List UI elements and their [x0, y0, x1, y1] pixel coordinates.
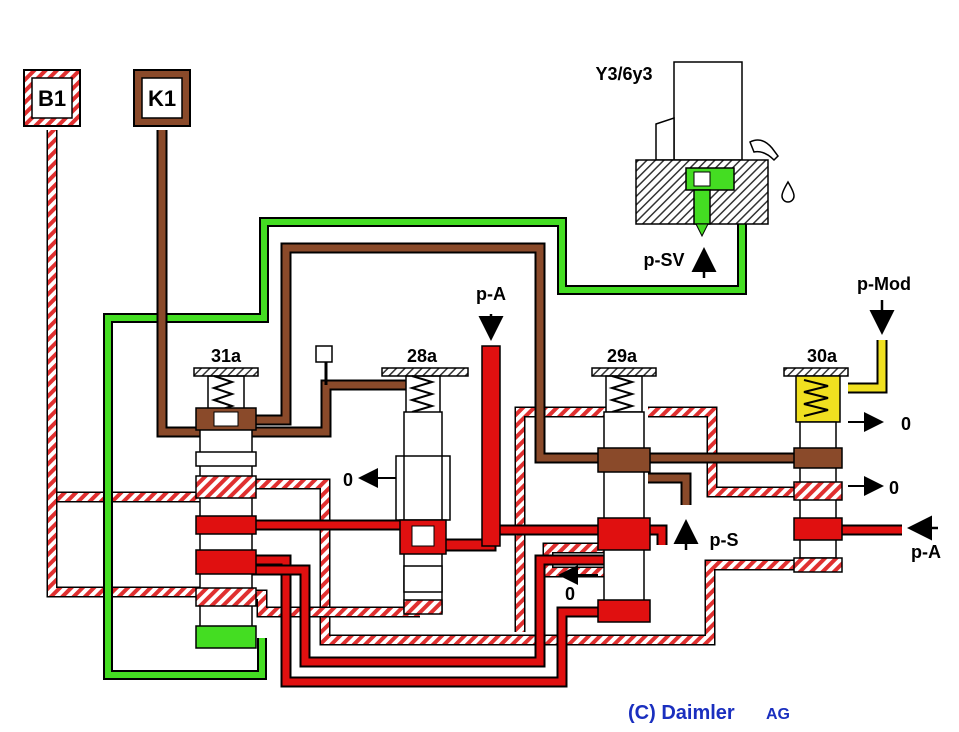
p-sv-label: p-SV	[643, 250, 684, 270]
solenoid-label: Y3/6y3	[595, 64, 652, 84]
k1-indicator: K1	[133, 69, 191, 127]
valve-31a: 31a	[193, 346, 259, 649]
yellow-line	[848, 340, 888, 394]
p-mod-label: p-Mod	[857, 274, 911, 294]
valve-30a: 0 0 p-A p-Mod 30a	[783, 274, 941, 573]
exhaust-30a-mid-label: 0	[889, 478, 899, 498]
p-a-top-inlet: p-A	[476, 284, 506, 547]
green-line	[103, 185, 747, 680]
p-a-right-label: p-A	[911, 542, 941, 562]
valve-30a-label: 30a	[807, 346, 838, 366]
valve-28a: 0 28a	[315, 345, 469, 615]
valve-31a-label: 31a	[211, 346, 242, 366]
k1-label: K1	[148, 86, 176, 111]
p-a-top-label: p-A	[476, 284, 506, 304]
copyright: (C) Daimler AG	[628, 702, 790, 724]
valve-29a: 0 p-S 29a	[558, 346, 739, 623]
b1-indicator: B1	[23, 69, 81, 127]
valve-29a-label: 29a	[607, 346, 638, 366]
solenoid-y3-6y3: p-SV Y3/6y3	[595, 61, 795, 278]
p-s-label: p-S	[710, 530, 739, 550]
brown-lines	[156, 130, 800, 505]
hatched-loop-b	[514, 406, 606, 632]
b1-label: B1	[38, 86, 66, 111]
exhaust-28a-label: 0	[343, 470, 353, 490]
exhaust-30a-top-label: 0	[901, 414, 911, 434]
valve-28a-label: 28a	[407, 346, 438, 366]
b1-line-lower	[46, 300, 200, 598]
copyright-main: (C) Daimler	[628, 702, 735, 724]
copyright-suffix: AG	[766, 706, 790, 723]
exhaust-29a-label: 0	[565, 584, 575, 604]
